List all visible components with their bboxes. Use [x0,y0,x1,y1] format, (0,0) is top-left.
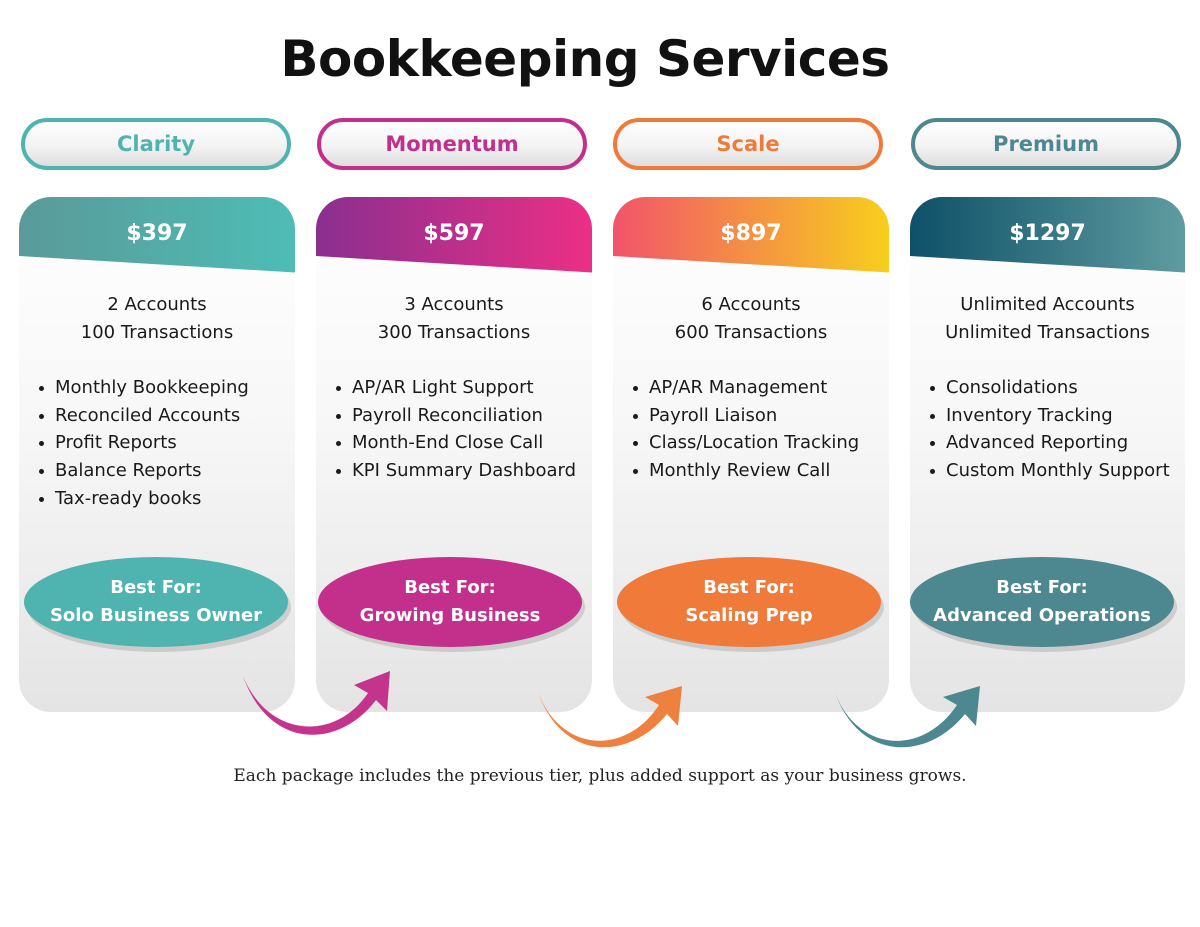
feature-item: Monthly Bookkeeping [37,374,295,402]
tier-transactions: 300 Transactions [377,322,531,343]
best-for-label: Best For: [996,577,1088,598]
tier-name-premium: Premium [911,118,1181,170]
tier-name-clarity: Clarity [21,118,291,170]
best-for-label: Best For: [110,577,202,598]
feature-item: Advanced Reporting [928,429,1185,457]
tier-limits: 2 Accounts 100 Transactions [19,291,295,347]
feature-item: Class/Location Tracking [631,429,889,457]
best-for-badge-premium: Best For: Advanced Operations [910,557,1174,647]
feature-item: Inventory Tracking [928,402,1185,430]
feature-item: Balance Reports [37,457,295,485]
tier-price: $397 [126,221,188,246]
tier-limits: Unlimited Accounts Unlimited Transaction… [910,291,1185,347]
tier-transactions: 100 Transactions [80,322,234,343]
best-for-value: Scaling Prep [685,605,813,626]
page-title: Bookkeeping Services [280,30,890,88]
feature-list: Consolidations Inventory Tracking Advanc… [928,374,1185,485]
tier-transactions: 600 Transactions [674,322,828,343]
feature-item: Consolidations [928,374,1185,402]
best-for-badge-momentum: Best For: Growing Business [318,557,582,647]
best-for-value: Growing Business [359,605,541,626]
best-for-label: Best For: [703,577,795,598]
tier-transactions: Unlimited Transactions [945,322,1150,343]
feature-list: AP/AR Management Payroll Liaison Class/L… [631,374,889,485]
feature-item: Tax-ready books [37,485,295,513]
tier-price: $897 [720,221,782,246]
feature-item: Profit Reports [37,429,295,457]
best-for-value: Solo Business Owner [49,605,263,626]
tier-accounts: 6 Accounts [701,294,801,315]
feature-item: Payroll Liaison [631,402,889,430]
feature-item: Custom Monthly Support [928,457,1185,485]
best-for-value: Advanced Operations [933,605,1151,626]
tier-price: $597 [423,221,485,246]
tier-accounts: 3 Accounts [404,294,504,315]
tier-name-scale: Scale [613,118,883,170]
tier-name-momentum: Momentum [317,118,587,170]
best-for-badge-scale: Best For: Scaling Prep [617,557,881,647]
feature-item: AP/AR Light Support [334,374,592,402]
feature-item: Reconciled Accounts [37,402,295,430]
tier-accounts: 2 Accounts [107,294,207,315]
feature-item: KPI Summary Dashboard [334,457,592,485]
feature-item: Monthly Review Call [631,457,889,485]
best-for-badge-clarity: Best For: Solo Business Owner [24,557,288,647]
feature-list: AP/AR Light Support Payroll Reconciliati… [334,374,592,485]
tier-limits: 3 Accounts 300 Transactions [316,291,592,347]
tier-accounts: Unlimited Accounts [960,294,1135,315]
feature-item: AP/AR Management [631,374,889,402]
footnote: Each package includes the previous tier,… [233,766,967,786]
feature-list: Monthly Bookkeeping Reconciled Accounts … [37,374,295,513]
tier-price: $1297 [1009,221,1086,246]
tier-limits: 6 Accounts 600 Transactions [613,291,889,347]
best-for-label: Best For: [404,577,496,598]
feature-item: Payroll Reconciliation [334,402,592,430]
feature-item: Month-End Close Call [334,429,592,457]
